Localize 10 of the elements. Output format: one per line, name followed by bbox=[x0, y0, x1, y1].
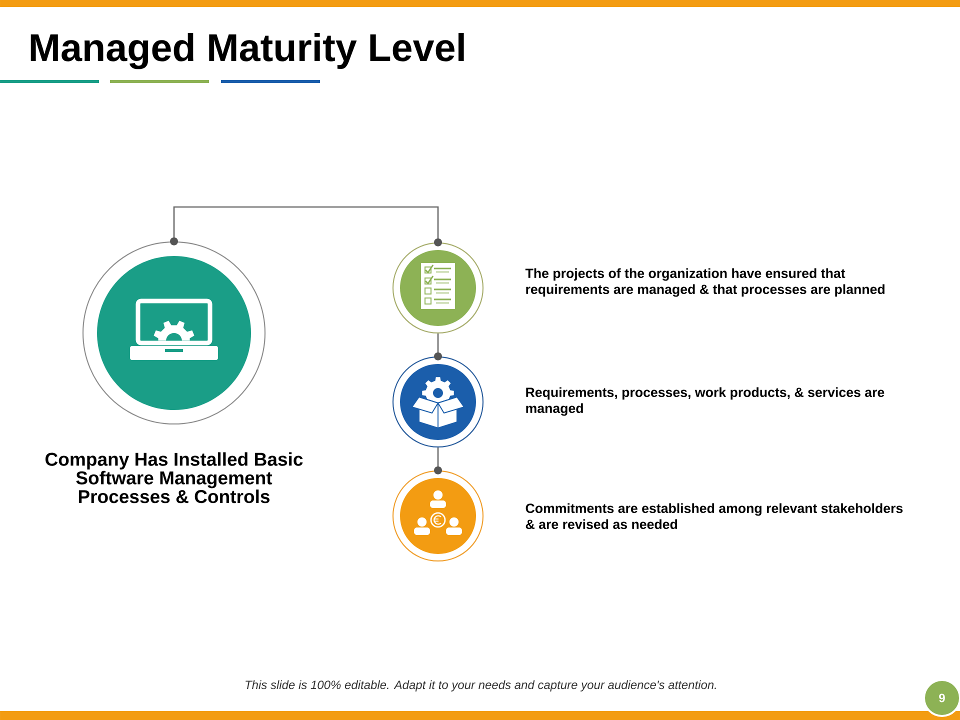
circle-label: Company Has Installed Basic Software Management Processes & Controls bbox=[46, 452, 303, 504]
description: Commitments are established among relevant stakeholders & are revised as needed bbox=[526, 503, 903, 530]
connector-line bbox=[170, 206, 442, 246]
description: Requirements, processes, work products, & services are managed bbox=[526, 387, 884, 416]
slide-title: Managed Maturity Level bbox=[30, 32, 464, 70]
footer-note: This slide is 100% editable. Adapt it to your needs and capture your audience's attention. bbox=[246, 680, 716, 692]
connector-line bbox=[434, 448, 442, 474]
description: The projects of the organization have ensured that requirements are managed & that processes are planned bbox=[525, 268, 884, 297]
page-number-badge: 9 bbox=[923, 678, 960, 717]
connector-line bbox=[434, 334, 442, 360]
